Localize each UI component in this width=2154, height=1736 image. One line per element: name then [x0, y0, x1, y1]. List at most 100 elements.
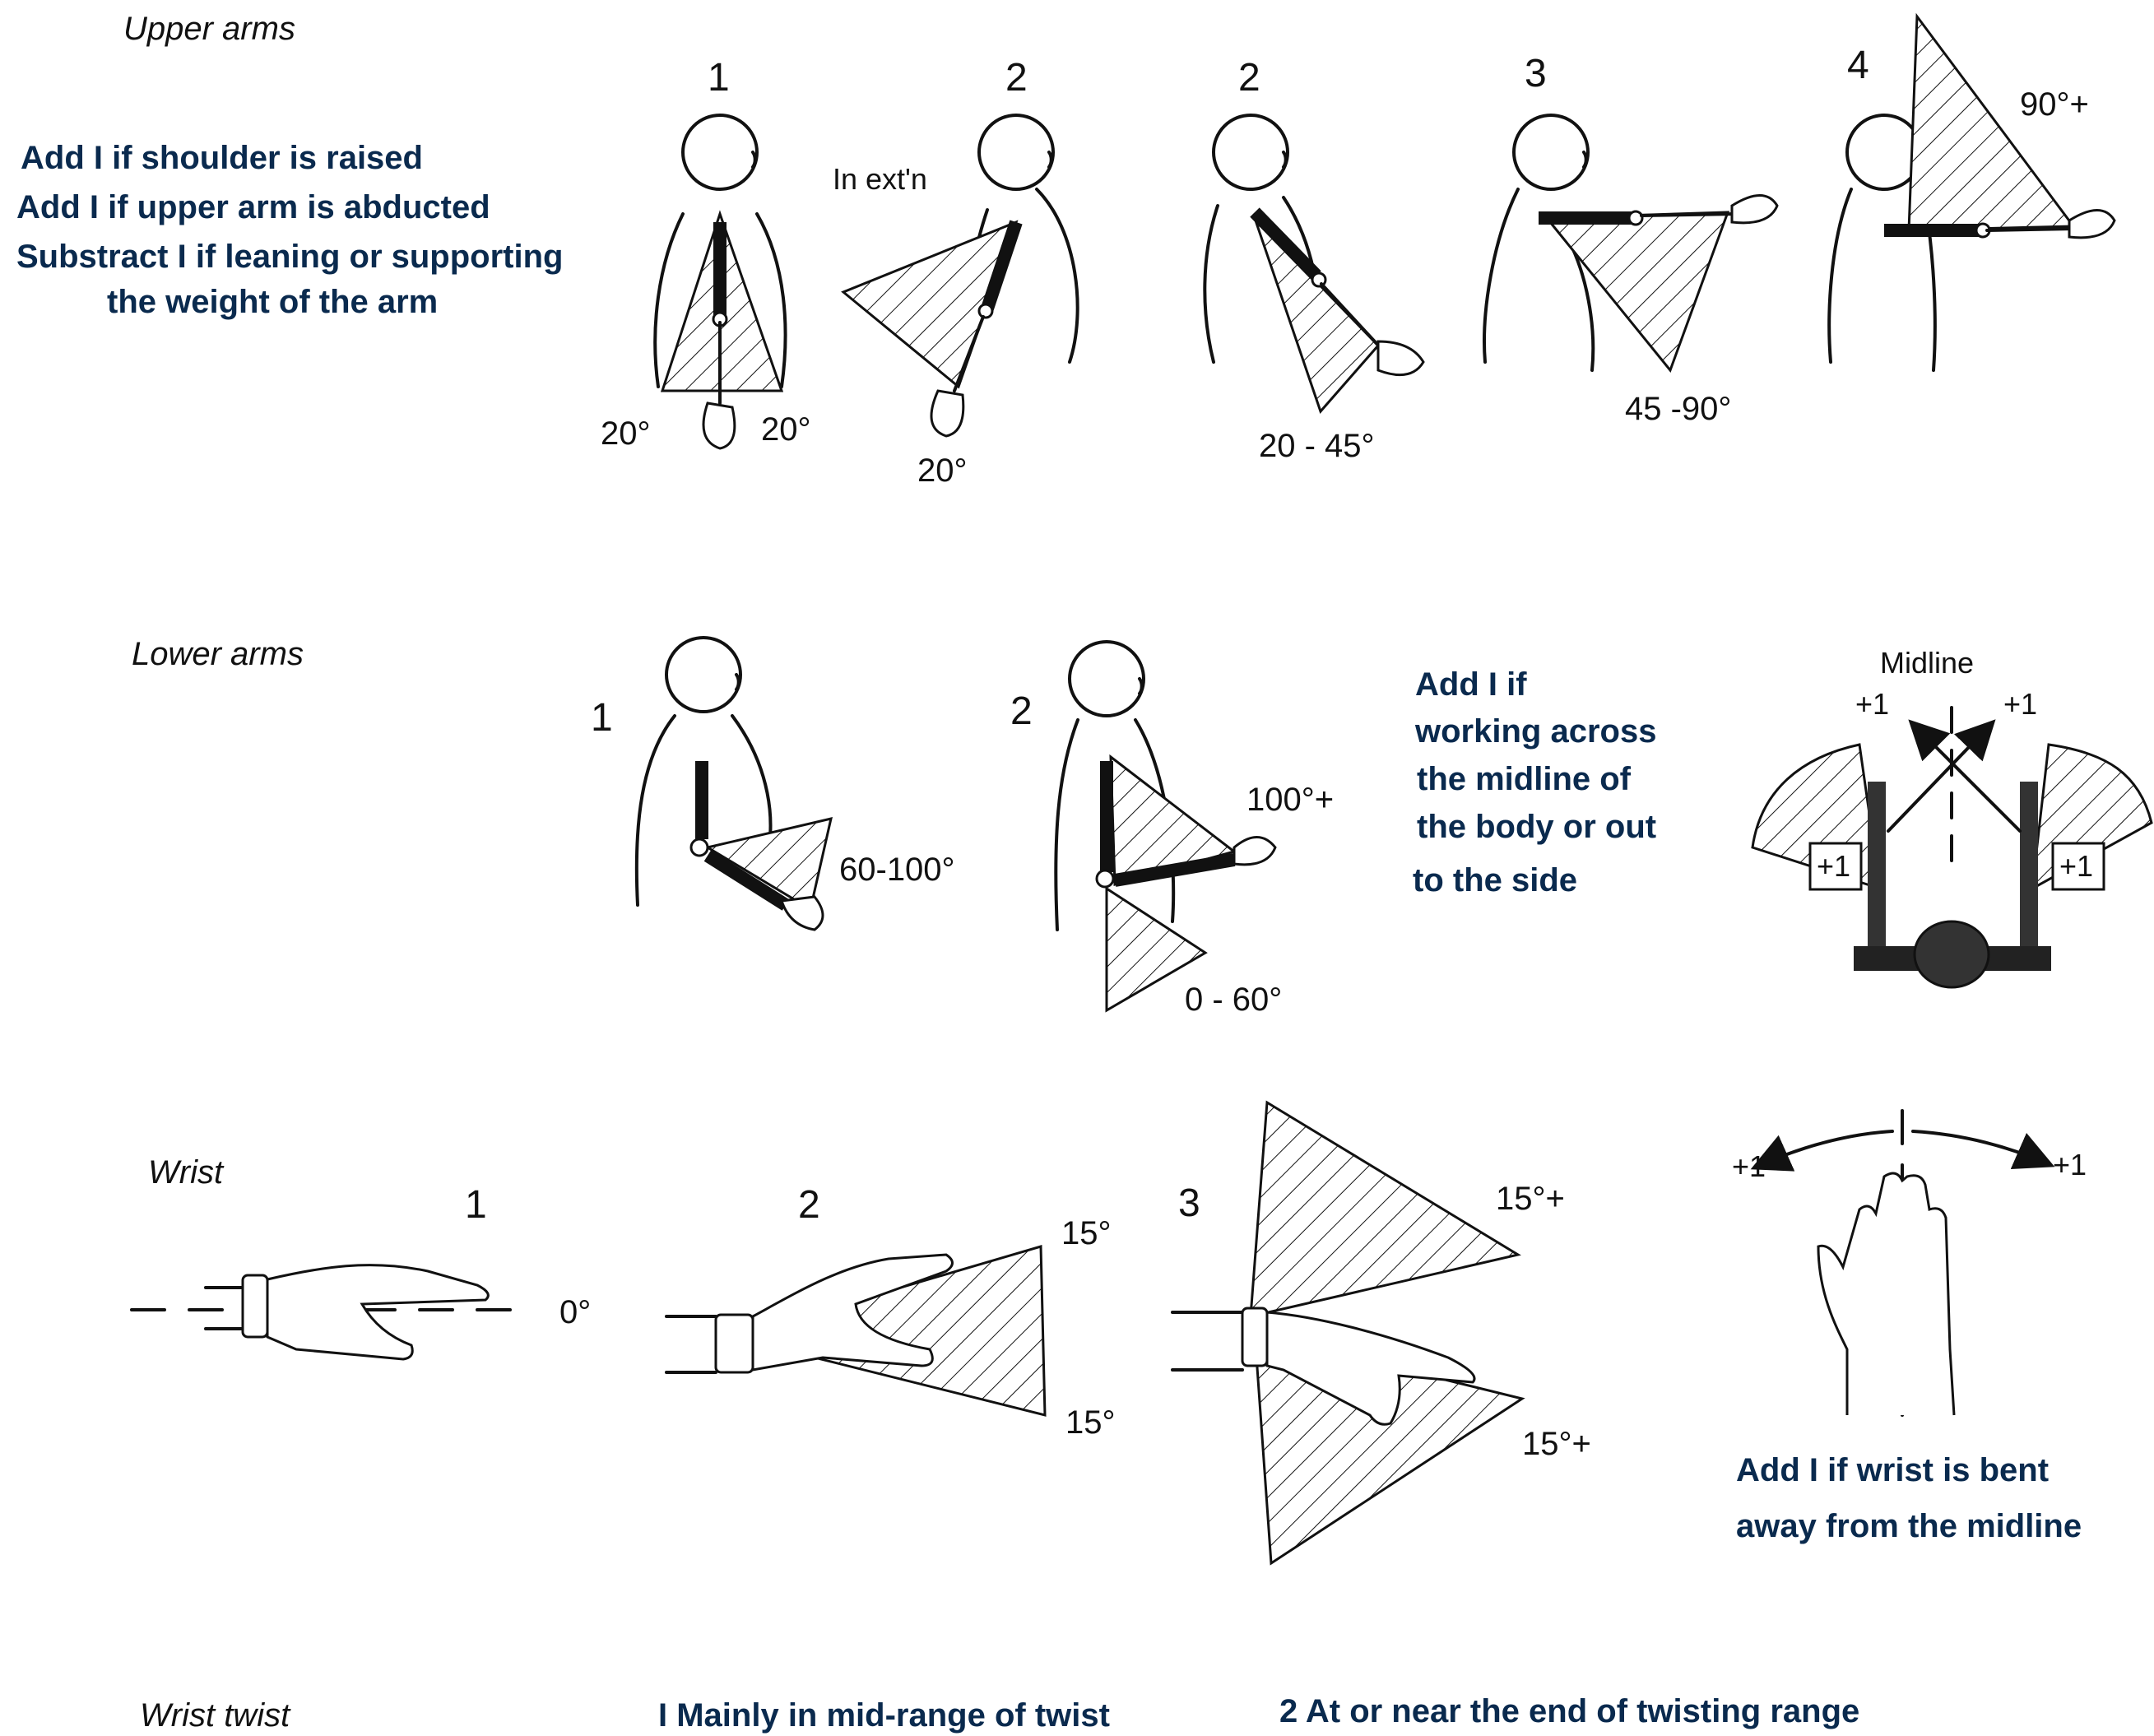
head-icon [1212, 114, 1289, 191]
head-icon [665, 636, 742, 713]
plus-label-4: +1 [2059, 849, 2093, 883]
upper-arm-angle-4: 45 -90° [1625, 391, 1731, 427]
range-wedge [1249, 1100, 1521, 1318]
midline-label: Midline [1880, 646, 1974, 680]
wrist-angle-2b: 15° [1065, 1404, 1116, 1441]
lower-arm-angle-2a: 100°+ [1246, 782, 1334, 818]
range-wedge [1105, 886, 1208, 1013]
upper-arms-notes: Add I if shoulder is raised Add I if upp… [16, 140, 563, 320]
wrist-score-2: 2 [798, 1183, 820, 1227]
head-icon [681, 114, 759, 191]
hand-icon [2068, 209, 2116, 239]
upper-arms-title: Upper arms [123, 11, 295, 47]
upper-arm-figure-1: 1 20° 20° [601, 56, 811, 452]
left-arm [1868, 782, 1886, 946]
upper-arms-note-4: the weight of the arm [107, 284, 438, 320]
range-wedge [1253, 216, 1381, 414]
wrist-figure-1: 1 0° [130, 1183, 591, 1361]
head-icon [977, 114, 1055, 191]
wristband [1241, 1307, 1269, 1367]
upper-arms-note-1: Add I if shoulder is raised [21, 140, 423, 176]
wrist-angle-1: 0° [559, 1294, 591, 1330]
right-arm [2020, 782, 2038, 946]
upper-arm-score-5: 4 [1847, 44, 1869, 87]
arrow-icon [1911, 1130, 2055, 1169]
arrow-icon [1908, 719, 2022, 833]
hand-icon [266, 1264, 490, 1361]
extension-label: In ext'n [833, 162, 927, 196]
lower-arm-figure-1: 1 60-100° [591, 636, 955, 931]
wrist-plus-label-2: +1 [2053, 1148, 2087, 1181]
wrist-twist-option-2: 2 At or near the end of twisting range [1279, 1693, 1859, 1729]
wrist-angle-3b: 15°+ [1522, 1426, 1591, 1462]
lower-arms-title: Lower arms [132, 636, 304, 672]
hand-icon [1730, 194, 1779, 225]
hand-icon [1233, 836, 1277, 866]
midline-diagram: Midline +1 +1 +1 +1 [1751, 646, 2153, 989]
wrist-deviation-diagram: +1 +1 Add I if wrist is bent away from t… [1732, 1109, 2087, 1544]
wrist-score-1: 1 [465, 1183, 487, 1227]
wrist-note-1: Add I if wrist is bent [1736, 1452, 2049, 1488]
range-wedge [1544, 211, 1730, 374]
wrist-angle-2a: 15° [1061, 1215, 1112, 1251]
lower-arm-score-2: 2 [1010, 689, 1033, 733]
plus-label-3: +1 [1817, 849, 1850, 883]
range-wedge [1907, 12, 2076, 232]
hand-icon [779, 895, 824, 931]
upper-arm-angle-3: 20 - 45° [1259, 428, 1375, 464]
lower-arms-section: Lower arms 1 60-100° 2 [132, 636, 2153, 1018]
upper-arms-note-3: Substract I if leaning or supporting [16, 239, 563, 275]
head-icon [1512, 114, 1590, 191]
wrist-plus-label-1: +1 [1732, 1149, 1766, 1183]
lower-arms-note-4: the body or out [1417, 809, 1656, 845]
lower-arms-notes: Add I if working across the midline of t… [1413, 666, 1656, 898]
upper-arms-section: Upper arms Add I if shoulder is raised A… [16, 11, 2116, 489]
range-wedge [704, 816, 833, 912]
upper-arm-score-2: 2 [1005, 56, 1028, 100]
lower-arms-note-5: to the side [1413, 862, 1577, 898]
upper-arm-figure-3: 2 20 - 45° [1203, 56, 1425, 464]
lower-arms-note-3: the midline of [1417, 761, 1632, 797]
wrist-twist-title: Wrist twist [140, 1697, 291, 1734]
upper-arm-score-4: 3 [1525, 52, 1547, 95]
wristband [241, 1274, 269, 1339]
wristband [714, 1313, 754, 1374]
hand-icon [751, 1253, 954, 1372]
wrist-figure-3: 3 15°+ 15°+ [1171, 1100, 1591, 1566]
wrist-section: Wrist 1 0° 2 15° 15° 3 [130, 1100, 2087, 1566]
hand-icon [702, 402, 736, 450]
plus-label-1: +1 [1855, 687, 1889, 721]
head-top-icon [1913, 920, 1990, 989]
wrist-twist-option-1: I Mainly in mid-range of twist [658, 1697, 1110, 1734]
upper-arm-figure-4: 3 45 -90° [1483, 52, 1779, 427]
wrist-title: Wrist [148, 1154, 225, 1191]
arrow-icon [1750, 1130, 1894, 1172]
lower-arm-angle-1: 60-100° [839, 852, 955, 888]
wrist-twist-section: Wrist twist I Mainly in mid-range of twi… [140, 1693, 1859, 1734]
upper-arm-angle-1a: 20° [601, 415, 651, 452]
upper-arm-angle-1b: 20° [761, 411, 811, 448]
upper-arm-score-1: 1 [708, 56, 730, 100]
upper-arm-score-3: 2 [1238, 56, 1260, 100]
upper-arm-angle-5: 90°+ [2020, 86, 2089, 123]
upper-arms-note-2: Add I if upper arm is abducted [16, 189, 490, 225]
upper-arm-figure-2: 2 In ext'n 20° [833, 56, 1079, 489]
wrist-score-3: 3 [1178, 1181, 1200, 1225]
wrist-figure-2: 2 15° 15° [665, 1183, 1116, 1441]
hand-icon [1817, 1172, 1956, 1416]
hand-icon [1376, 340, 1425, 377]
lower-arms-note-2: working across [1414, 713, 1656, 750]
upper-arm-figure-5: 4 90°+ [1827, 12, 2116, 372]
arrow-icon [1887, 719, 1996, 833]
lower-arm-angle-2b: 0 - 60° [1185, 982, 1282, 1018]
plus-label-2: +1 [2003, 687, 2037, 721]
hand-icon [1265, 1311, 1476, 1426]
hand-icon [930, 389, 965, 438]
head-icon [1068, 640, 1145, 717]
wrist-angle-3a: 15°+ [1496, 1181, 1565, 1217]
upper-arm-angle-2: 20° [917, 453, 968, 489]
lower-arm-score-1: 1 [591, 696, 613, 740]
wrist-note-2: away from the midline [1736, 1508, 2082, 1544]
lower-arm-figure-2: 2 100°+ 0 - 60° [1010, 640, 1334, 1018]
